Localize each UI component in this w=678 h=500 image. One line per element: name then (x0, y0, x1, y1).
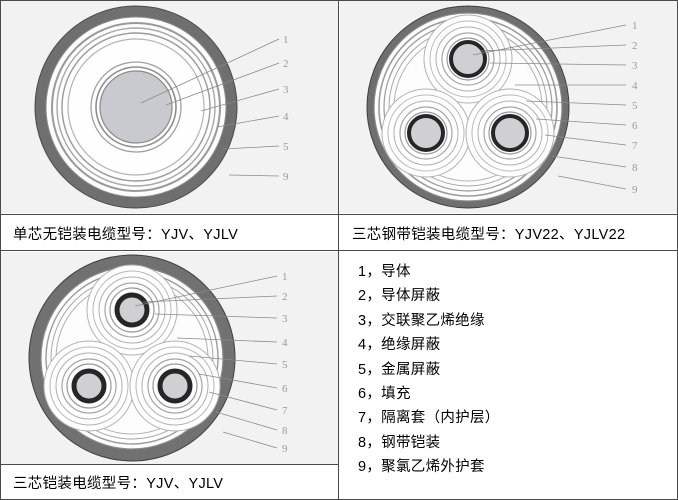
legend-item: 9，聚氯乙烯外护套 (358, 459, 485, 476)
callout-number: 8 (632, 162, 638, 174)
figure-single-core-unarmoured: 1 2 3 4 5 9 (1, 1, 338, 213)
legend-item: 1，导体 (358, 264, 411, 280)
legend-item: 7，隔离套（内护层） (358, 410, 500, 427)
legend-item: 6，填充 (358, 386, 411, 403)
callout-number: 4 (282, 337, 288, 349)
single-core-drawing: 1 2 3 4 5 9 (1, 1, 338, 213)
callout-number: 1 (632, 20, 638, 32)
callout-number: 6 (632, 120, 638, 132)
callout-number: 7 (282, 405, 288, 417)
caption-single-core-unarmoured: 单芯无铠装电缆型号：YJV、YJLV (1, 216, 338, 250)
callout-number: 5 (632, 100, 638, 112)
callout-number: 3 (282, 313, 288, 325)
callout-number: 9 (283, 171, 289, 183)
grid-line-left (0, 0, 1, 500)
figure-three-core-steel-tape-armoured: 1 2 3 4 5 6 7 8 9 (340, 1, 677, 213)
callout-number: 2 (632, 40, 638, 52)
three-core-armoured-drawing: 1 2 3 4 5 6 7 8 9 (1, 252, 338, 464)
caption-three-core-steel-tape-armoured: 三芯钢带铠装电缆型号：YJV22、YJLV22 (340, 216, 677, 250)
callout-number: 1 (283, 34, 289, 46)
grid-line-caption1-bottom (0, 250, 678, 251)
callout-number: 3 (283, 84, 289, 96)
callout-number: 5 (282, 359, 288, 371)
legend-list: 1，导体 2，导体屏蔽 3，交联聚乙烯绝缘 4，绝缘屏蔽 5，金属屏蔽 6，填充… (340, 252, 677, 499)
grid-line-top (0, 0, 678, 1)
callout-number: 5 (283, 141, 289, 153)
legend-item: 3，交联聚乙烯绝缘 (358, 312, 485, 329)
legend-item: 8，钢带铠装 (358, 434, 441, 451)
callout-number: 6 (282, 383, 288, 395)
callout-number: 3 (632, 60, 638, 72)
legend-item: 4，绝缘屏蔽 (358, 337, 441, 354)
caption-three-core-armoured: 三芯铠装电缆型号：YJV、YJLV (1, 466, 338, 499)
legend-item: 2，导体屏蔽 (358, 288, 441, 305)
callout-number: 4 (283, 111, 289, 123)
grid-line-row1-bottom (0, 214, 678, 215)
grid-line-middle (338, 0, 339, 500)
callout-number: 9 (632, 184, 638, 196)
callout-number: 4 (632, 80, 638, 92)
figure-three-core-armoured: 1 2 3 4 5 6 7 8 9 (1, 252, 338, 464)
callout-number: 7 (632, 140, 638, 152)
callout-number: 2 (282, 291, 288, 303)
callout-number: 8 (282, 425, 288, 437)
grid-line-row2-bottom (0, 464, 338, 465)
legend-item: 5，金属屏蔽 (358, 361, 441, 378)
callout-number: 1 (282, 271, 288, 283)
callout-number: 2 (283, 58, 289, 70)
callout-number: 9 (282, 443, 288, 455)
three-core-steel-tape-drawing: 1 2 3 4 5 6 7 8 9 (340, 1, 677, 213)
